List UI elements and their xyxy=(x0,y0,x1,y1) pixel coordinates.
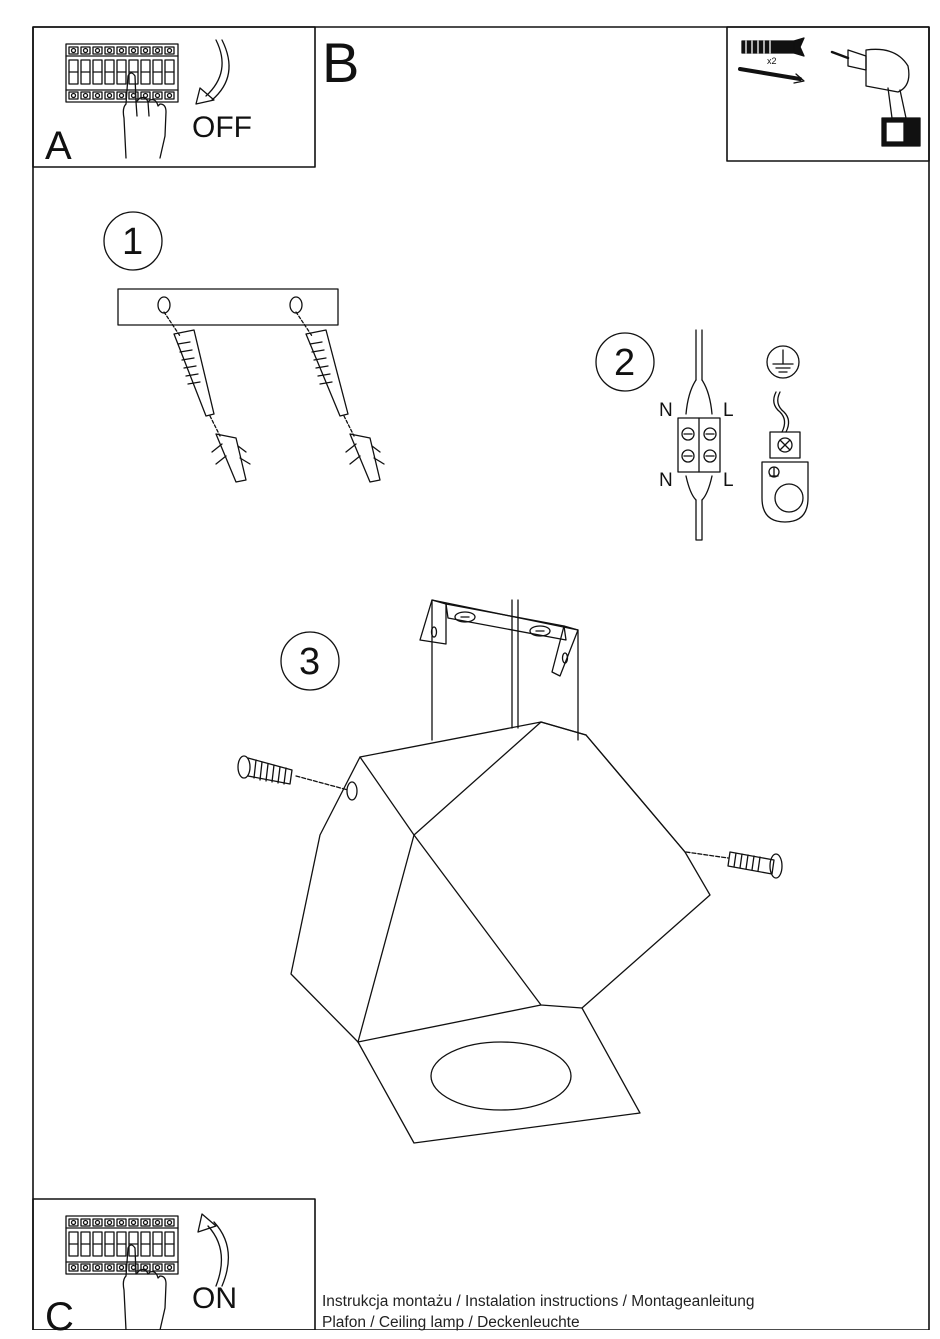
screw-left xyxy=(237,755,349,791)
step-3-circle xyxy=(280,631,340,691)
panel-a-letter: A xyxy=(45,124,72,168)
panel-b-box xyxy=(726,26,930,162)
power-cable xyxy=(511,599,519,729)
panel-c-on-label: ON xyxy=(192,1282,237,1315)
breaker-box-icon xyxy=(65,43,179,103)
footer-line-1: Instrukcja montażu / Instalation instruc… xyxy=(322,1293,755,1310)
ground-symbol-icon xyxy=(766,345,800,379)
drill-hole-left xyxy=(157,296,171,314)
panel-c-letter: C xyxy=(45,1295,74,1339)
step-2-number: 2 xyxy=(614,342,636,384)
dowel-right xyxy=(295,311,385,483)
footer-line-2: Plafon / Ceiling lamp / Deckenleuchte xyxy=(322,1314,580,1331)
arrow-up-icon xyxy=(197,1213,229,1287)
ground-terminal-icon xyxy=(761,391,809,523)
step-2-circle xyxy=(595,332,655,392)
drill-hole-right xyxy=(289,296,303,314)
screw-icon xyxy=(738,67,805,84)
breaker-box-icon-c xyxy=(65,1215,179,1275)
wire-label-n-top: N xyxy=(659,400,673,421)
step-1-number: 1 xyxy=(122,221,144,263)
terminal-block xyxy=(677,329,721,541)
arrow-down-icon xyxy=(195,39,230,105)
ceiling-strip xyxy=(117,288,339,326)
step-3-number: 3 xyxy=(299,641,321,683)
panel-a-box xyxy=(32,26,316,168)
wire-label-l-top: L xyxy=(723,400,734,421)
wire-label-l-bottom: L xyxy=(723,470,734,491)
hand-icon-c xyxy=(122,1244,167,1331)
drill-icon xyxy=(830,48,921,147)
panel-b-letter: B xyxy=(322,31,360,94)
panel-b-quantity: x2 xyxy=(767,56,777,66)
screw-right xyxy=(685,851,783,879)
lamp-opening xyxy=(430,1041,572,1111)
lamp-body xyxy=(290,721,711,1144)
wall-plug-icon xyxy=(741,37,805,57)
dowel-left xyxy=(163,311,251,483)
hand-icon xyxy=(122,72,167,159)
mounting-bracket xyxy=(419,599,579,741)
step-1-circle xyxy=(103,211,163,271)
panel-a-off-label: OFF xyxy=(192,111,252,144)
wire-label-n-bottom: N xyxy=(659,470,673,491)
